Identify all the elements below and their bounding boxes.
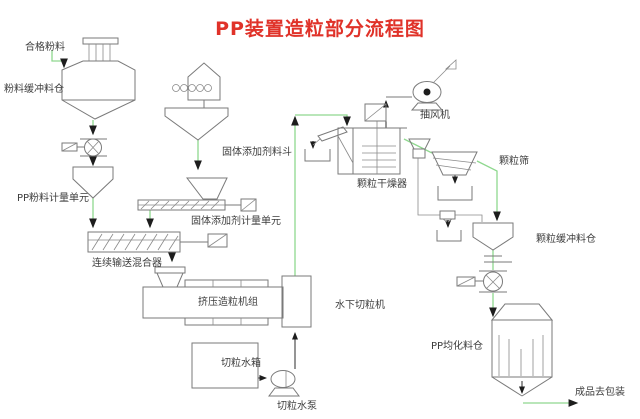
- pp-powder-metering-hopper: [72, 166, 114, 199]
- label-pp-powder-metering-unit: PP粉料计量单元: [17, 193, 90, 204]
- label-powder-buffer-silo: 粉料缓冲料仓: [4, 84, 64, 95]
- label-pp-homogenizing-silo: PP均化料仓: [431, 341, 484, 352]
- powder-buffer-silo: [61, 37, 136, 120]
- rotary-valve-pellet: [456, 270, 507, 293]
- bag-dump-unit: [172, 62, 221, 108]
- extruder-feed-hopper: [154, 266, 186, 288]
- label-continuous-conveying-mixer: 连续输送混合器: [92, 258, 162, 269]
- pellet-dryer: [304, 103, 407, 175]
- pp-homogenizing-silo: [490, 303, 554, 397]
- label-exhaust-fan: 抽风机: [420, 110, 450, 121]
- dryer-discharge-airlock: [408, 138, 483, 222]
- label-pellet-buffer-silo: 颗粒缓冲料仓: [536, 234, 596, 245]
- exhaust-fan: [410, 59, 457, 111]
- pellet-buffer-silo: [472, 222, 514, 263]
- label-underwater-pelletizer: 水下切粒机: [335, 300, 385, 311]
- pellet-water-tank: [191, 342, 259, 389]
- label-pellet-water-pump: 切粒水泵: [277, 401, 317, 412]
- diagram-title: PP装置造粒部分流程图: [215, 18, 425, 40]
- fines-return-feeder: [436, 210, 462, 242]
- label-pellet-dryer: 颗粒干燥器: [357, 179, 407, 190]
- continuous-conveying-mixer: [87, 231, 228, 253]
- flow-lines: [51, 50, 579, 407]
- extrusion-pelletizing-unit: [142, 279, 284, 326]
- pellet-water-pump: [268, 370, 300, 397]
- pellet-sieve: [431, 151, 478, 201]
- label-product-to-packaging: 成品去包装: [575, 387, 625, 398]
- label-pellet-sieve: 颗粒筛: [499, 156, 529, 167]
- label-extrusion-pelletizing-unit: 挤压造粒机组: [198, 297, 258, 308]
- label-solid-additive-metering-unit: 固体添加剂计量单元: [191, 216, 281, 227]
- rotary-valve-powder: [61, 138, 107, 157]
- underwater-pelletizer: [281, 275, 312, 328]
- label-qualified-powder: 合格粉料: [25, 42, 65, 53]
- solid-additive-metering-unit: [137, 177, 257, 212]
- label-solid-additive-hopper: 固体添加剂料斗: [222, 147, 292, 158]
- solid-additive-hopper: [164, 107, 229, 141]
- label-pellet-water-tank: 切粒水箱: [221, 358, 261, 369]
